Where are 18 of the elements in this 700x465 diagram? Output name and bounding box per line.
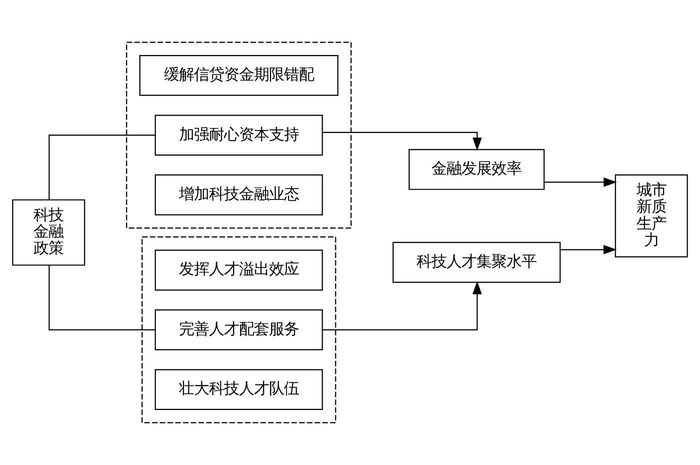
node-box: 缓解信贷资金期限错配 bbox=[139, 55, 338, 96]
arrow bbox=[560, 245, 617, 254]
arrow bbox=[322, 132, 482, 151]
node-box: 发挥人才溢出效应 bbox=[154, 250, 323, 291]
connector bbox=[48, 134, 156, 200]
cluster bbox=[126, 42, 352, 229]
arrow bbox=[322, 280, 482, 330]
node-box: 完善人才配套服务 bbox=[154, 309, 323, 350]
node-box: 金融发展效率 bbox=[408, 149, 545, 190]
arrow bbox=[544, 178, 617, 187]
connector bbox=[48, 265, 156, 330]
node-box: 壮大科技人才队伍 bbox=[154, 369, 323, 410]
node-box: 增加科技金融业态 bbox=[154, 174, 323, 216]
node-box: 城市新质生产力 bbox=[614, 174, 688, 258]
cluster bbox=[142, 236, 336, 424]
node-box: 科技人才集聚水平 bbox=[392, 242, 561, 283]
node-box: 加强耐心资本支持 bbox=[154, 114, 323, 156]
node-box: 科技金融政策 bbox=[12, 199, 86, 266]
